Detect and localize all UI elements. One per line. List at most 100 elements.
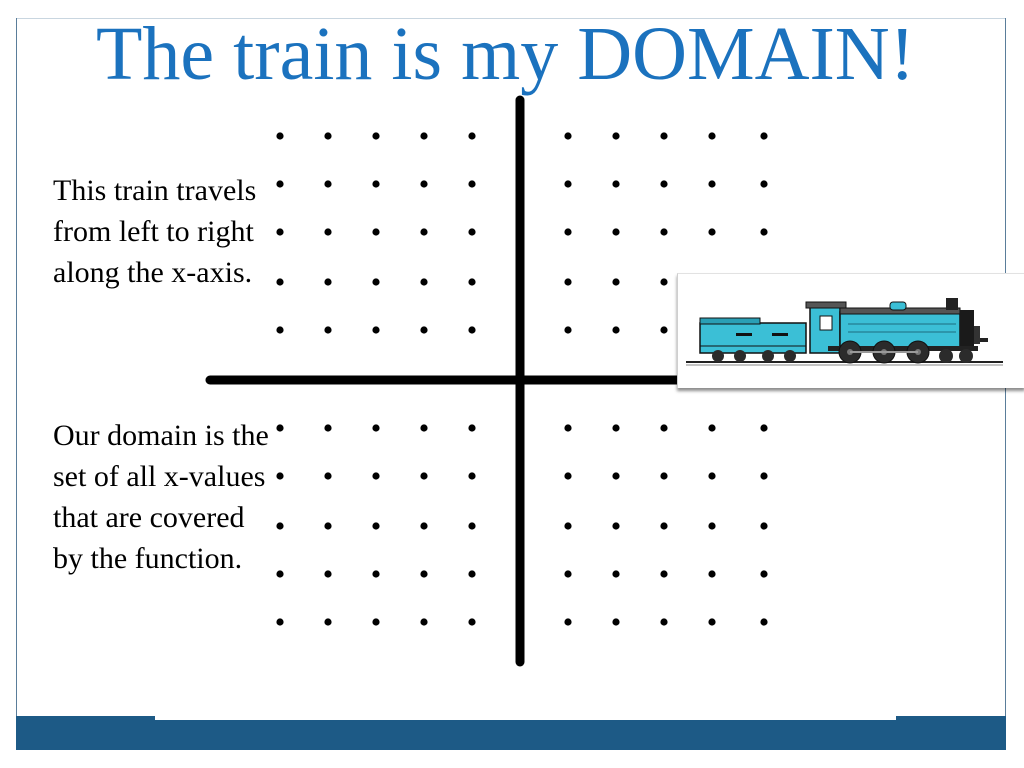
grid-dot [468, 522, 476, 530]
grid-dot [324, 618, 332, 626]
grid-dots [276, 132, 768, 626]
grid-dot [420, 522, 428, 530]
grid-dot [420, 228, 428, 236]
grid-dot [760, 618, 768, 626]
grid-dot [276, 132, 284, 140]
grid-dot [660, 228, 668, 236]
grid-dot [420, 180, 428, 188]
grid-dot [660, 278, 668, 286]
grid-dot [276, 618, 284, 626]
grid-dot [276, 472, 284, 480]
grid-dot [324, 522, 332, 530]
grid-dot [276, 326, 284, 334]
grid-dot [660, 618, 668, 626]
grid-dot [372, 326, 380, 334]
grid-dot [612, 132, 620, 140]
grid-dot [760, 424, 768, 432]
grid-dot [708, 522, 716, 530]
grid-dot [420, 278, 428, 286]
grid-dot [468, 424, 476, 432]
grid-dot [760, 522, 768, 530]
grid-dot [372, 424, 380, 432]
steam-locomotive-icon [686, 298, 1003, 366]
grid-dot [276, 228, 284, 236]
grid-dot [564, 570, 572, 578]
grid-dot [564, 278, 572, 286]
grid-dot [708, 618, 716, 626]
grid-dot [708, 132, 716, 140]
grid-dot [564, 472, 572, 480]
grid-dot [372, 228, 380, 236]
grid-dot [612, 472, 620, 480]
slide-frame-left [16, 18, 17, 716]
grid-dot [420, 424, 428, 432]
grid-dot [420, 618, 428, 626]
train-description-text: This train travels from left to right al… [53, 174, 257, 289]
grid-dot [564, 326, 572, 334]
grid-dot [372, 570, 380, 578]
grid-dot [612, 326, 620, 334]
grid-dot [372, 522, 380, 530]
grid-dot [372, 132, 380, 140]
grid-dot [564, 180, 572, 188]
grid-dot [324, 132, 332, 140]
grid-dot [660, 180, 668, 188]
grid-dot [276, 278, 284, 286]
grid-dot [468, 570, 476, 578]
grid-dot [372, 618, 380, 626]
grid-dot [564, 424, 572, 432]
grid-dot [372, 472, 380, 480]
grid-dot [420, 570, 428, 578]
grid-dot [612, 278, 620, 286]
grid-dot [324, 326, 332, 334]
grid-dot [468, 472, 476, 480]
grid-dot [612, 618, 620, 626]
grid-dot [468, 618, 476, 626]
grid-dot [612, 570, 620, 578]
grid-dot [468, 326, 476, 334]
grid-dot [708, 424, 716, 432]
grid-dot [372, 180, 380, 188]
grid-dot [660, 326, 668, 334]
grid-dot [564, 132, 572, 140]
grid-dot [708, 472, 716, 480]
grid-dot [468, 132, 476, 140]
footer-accent-strip [155, 716, 896, 720]
grid-dot [612, 522, 620, 530]
grid-dot [372, 278, 380, 286]
grid-dot [276, 180, 284, 188]
grid-dot [564, 618, 572, 626]
grid-dot [708, 180, 716, 188]
grid-dot [612, 424, 620, 432]
grid-dot [420, 132, 428, 140]
domain-definition-text: Our domain is the set of all x-values th… [53, 419, 269, 575]
grid-dot [324, 570, 332, 578]
grid-dot [468, 228, 476, 236]
grid-dot [660, 522, 668, 530]
grid-dot [760, 570, 768, 578]
slide-frame-top [16, 18, 1006, 19]
slide-title: The train is my DOMAIN! [96, 12, 915, 96]
grid-dot [660, 424, 668, 432]
grid-dot [276, 522, 284, 530]
grid-dot [468, 180, 476, 188]
grid-dot [324, 424, 332, 432]
grid-dot [468, 278, 476, 286]
grid-dot [324, 278, 332, 286]
grid-dot [708, 228, 716, 236]
grid-dot [564, 522, 572, 530]
grid-dot [708, 570, 716, 578]
grid-dot [564, 228, 572, 236]
grid-dot [660, 132, 668, 140]
grid-dot [276, 570, 284, 578]
grid-dot [420, 472, 428, 480]
grid-dot [420, 326, 428, 334]
grid-dot [760, 228, 768, 236]
grid-dot [660, 570, 668, 578]
grid-dot [324, 472, 332, 480]
footer-bar [16, 716, 1006, 750]
grid-dot [324, 180, 332, 188]
grid-dot [660, 472, 668, 480]
